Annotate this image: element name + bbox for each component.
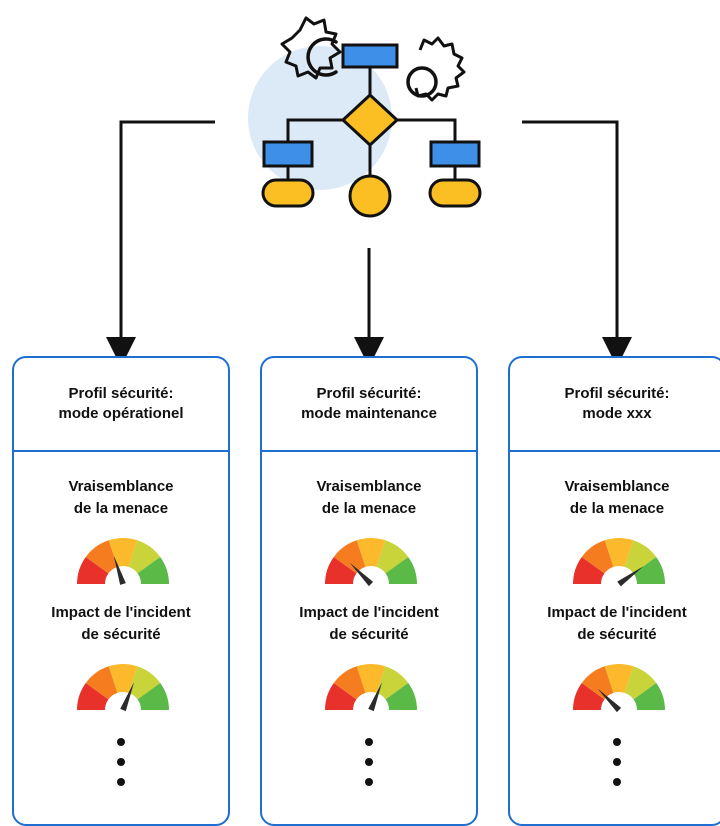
flowchart-connectors <box>286 65 457 180</box>
gauge-segment <box>604 664 634 693</box>
profile-card-header: Profil sécurité: mode xxx <box>510 358 720 452</box>
profile-card-1: Profil sécurité: mode opérationel Vraise… <box>12 356 230 826</box>
continuation-dots <box>14 738 228 798</box>
gauge-segment <box>624 540 657 574</box>
gauge-segment <box>356 664 386 693</box>
gauge-segment <box>85 666 118 700</box>
gauge-segment <box>77 556 109 584</box>
flowchart-decision-diamond <box>341 93 399 147</box>
profile-card-header: Profil sécurité: mode opérationel <box>14 358 228 452</box>
gauge-segment <box>325 556 357 584</box>
gauge-segment <box>604 538 634 567</box>
profile-card-3: Profil sécurité: mode xxx Vraisemblance … <box>508 356 720 826</box>
gauge-segment <box>573 682 605 710</box>
gear-right-icon <box>414 36 466 102</box>
gauge-segment <box>77 682 109 710</box>
gear-left-icon <box>280 16 342 80</box>
gauge-segment <box>633 556 665 584</box>
gauge-needle <box>617 566 644 587</box>
gauge-segment <box>624 666 657 700</box>
gauge-segment <box>137 556 169 584</box>
likelihood-label: Vraisemblance de la menace <box>316 478 422 517</box>
gauge-needle <box>368 682 383 712</box>
flowchart-center-terminal <box>348 174 392 218</box>
impact-gauge <box>77 664 169 712</box>
flowchart-left-terminal <box>261 178 315 208</box>
gauge-segment <box>356 538 386 567</box>
profile-card-header: Profil sécurité: mode maintenance <box>262 358 476 452</box>
gauge-segment <box>385 682 417 710</box>
flowchart-top-box <box>341 43 399 69</box>
flowchart-right-terminal <box>428 178 482 208</box>
gauge-segment <box>325 682 357 710</box>
impact-gauge <box>325 664 417 712</box>
gauge-segment <box>376 666 409 700</box>
gauge-segment <box>333 666 366 700</box>
profile-card-2: Profil sécurité: mode maintenance Vraise… <box>260 356 478 826</box>
continuation-dots <box>262 738 476 798</box>
gauge-needle <box>597 688 622 713</box>
likelihood-gauge <box>573 538 665 587</box>
likelihood-gauge <box>77 538 169 585</box>
gauge-segment <box>385 556 417 584</box>
gauge-segment <box>108 664 138 693</box>
gauge-segment <box>137 682 169 710</box>
profile-mode: mode xxx <box>582 405 652 422</box>
gear-right-inner-icon <box>406 66 438 98</box>
gauge-segment <box>581 666 614 700</box>
gauge-needle <box>113 555 126 585</box>
gauge-segment <box>128 666 161 700</box>
gauge-segment <box>581 540 614 574</box>
likelihood-label: Vraisemblance de la menace <box>68 478 174 517</box>
diagram-canvas <box>106 16 632 367</box>
profile-title: Profil sécurité: <box>316 385 422 402</box>
gear-left-inner-icon <box>306 37 338 77</box>
gauge-segment <box>333 540 366 574</box>
flowchart-right-box <box>429 140 481 168</box>
profile-title: Profil sécurité: <box>68 385 174 402</box>
continuation-dots <box>510 738 720 798</box>
impact-label: Impact de l'incident de sécurité <box>547 604 687 643</box>
profile-mode: mode maintenance <box>301 405 437 422</box>
gauge-segment <box>633 682 665 710</box>
impact-label: Impact de l'incident de sécurité <box>299 604 439 643</box>
gauge-segment <box>376 540 409 574</box>
arrow-to-profile-1 <box>106 120 215 367</box>
likelihood-label: Vraisemblance de la menace <box>564 478 670 517</box>
gauge-segment <box>128 540 161 574</box>
gauge-segment <box>573 556 605 584</box>
arrow-to-profile-3 <box>522 120 632 367</box>
profile-mode: mode opérationel <box>58 405 184 422</box>
gauge-segment <box>108 538 138 567</box>
impact-label: Impact de l'incident de sécurité <box>51 604 191 643</box>
gauge-needle <box>349 562 374 587</box>
profile-title: Profil sécurité: <box>564 385 670 402</box>
gauge-needle <box>120 682 135 712</box>
process-flowchart-icon <box>248 16 482 218</box>
flowchart-left-box <box>262 140 314 168</box>
impact-gauge <box>573 664 665 713</box>
likelihood-gauge <box>325 538 417 587</box>
gauge-segment <box>85 540 118 574</box>
